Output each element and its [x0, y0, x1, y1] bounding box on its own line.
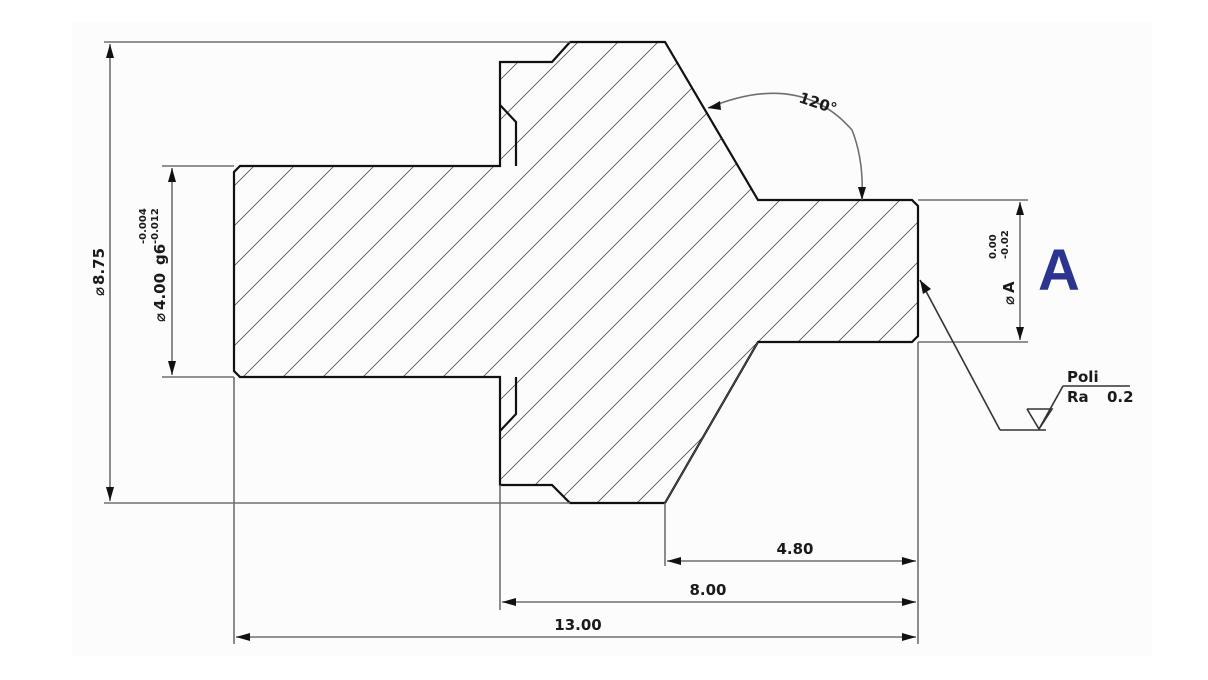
roughness-label: Ra	[1067, 388, 1089, 406]
roughness-value: 0.2	[1107, 388, 1134, 406]
extension-lines	[104, 41, 1028, 644]
shaft-lower-tolerance: -0.012	[150, 208, 161, 244]
dimension-overall-diameter: ⌀8.75	[90, 44, 114, 501]
surface-finish-symbol: Poli Ra 0.2	[919, 279, 1134, 431]
section-hatch	[234, 42, 918, 503]
angle-120-label: 120°	[797, 89, 839, 118]
diameter-8-75-label: ⌀8.75	[90, 248, 108, 296]
dimension-length-13-00: 13.00	[236, 616, 916, 641]
dimension-length-4-80: 4.80	[667, 540, 916, 565]
dimension-shaft-diameter: ⌀4.00g6 -0.004 -0.012	[138, 168, 176, 375]
datum-label-a: A	[1038, 238, 1080, 303]
dimension-datum-diameter: ⌀A 0.00 -0.02	[988, 202, 1024, 340]
datum-upper-tolerance: 0.00	[988, 234, 999, 259]
dimension-angle: 120°	[707, 89, 866, 201]
length-13-00-label: 13.00	[554, 616, 601, 634]
length-8-00-label: 8.00	[689, 581, 726, 599]
datum-diameter-label: ⌀A	[1000, 281, 1018, 305]
part-outline	[232, 40, 920, 505]
datum-lower-tolerance: -0.02	[1000, 230, 1011, 259]
finish-process-label: Poli	[1067, 368, 1099, 386]
shaft-diameter-label: ⌀4.00g6	[151, 244, 169, 322]
shaft-upper-tolerance: -0.004	[138, 208, 149, 244]
length-4-80-label: 4.80	[776, 540, 813, 558]
dimension-length-8-00: 8.00	[502, 581, 916, 606]
